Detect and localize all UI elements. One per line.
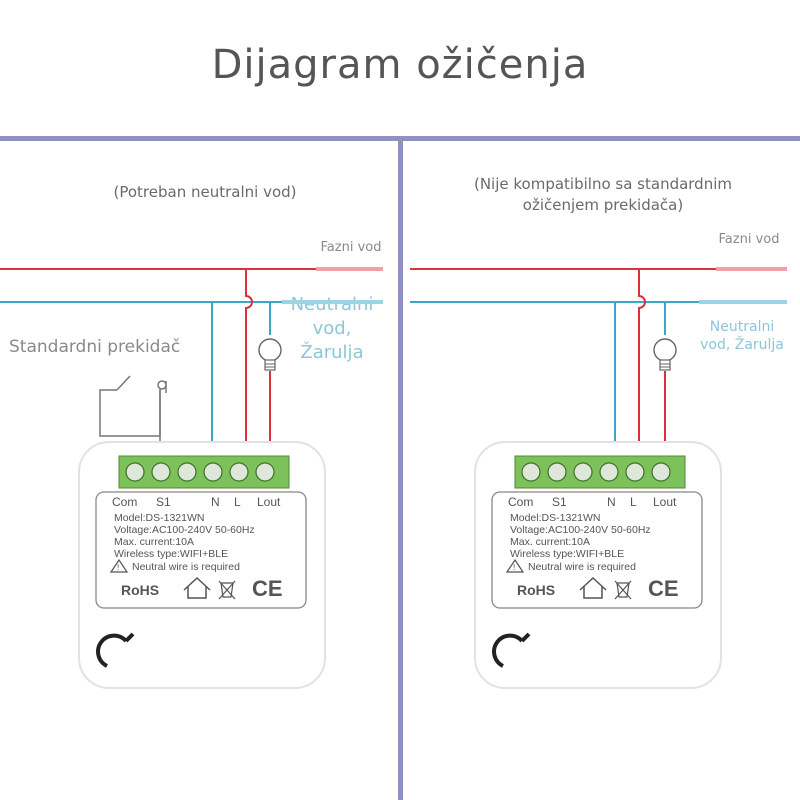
model-text: Model:DS-1321WN bbox=[510, 512, 600, 524]
wireless-text: Wireless type:WIFI+BLE bbox=[510, 548, 624, 560]
current-text: Max. current:10A bbox=[114, 536, 194, 548]
reset-hook bbox=[96, 633, 128, 668]
terminal-n: N bbox=[607, 495, 616, 509]
warning-text: Neutral wire is required bbox=[528, 561, 636, 573]
terminal-lout: Lout bbox=[653, 495, 677, 509]
switch-label: Standardni prekidač bbox=[9, 337, 181, 357]
phase-label: Fazni vod bbox=[320, 240, 382, 255]
center-divider bbox=[398, 138, 403, 800]
terminal-s1: S1 bbox=[156, 495, 171, 509]
warning-icon bbox=[109, 558, 129, 573]
terminal-lout: Lout bbox=[257, 495, 281, 509]
home-icon bbox=[579, 576, 607, 599]
warning-text: Neutral wire is required bbox=[132, 561, 240, 573]
terminal-com: Com bbox=[112, 495, 137, 509]
neutral-label: Neutralni vod, Žarulja bbox=[290, 294, 374, 363]
bulb-icon bbox=[653, 338, 677, 371]
wireless-text: Wireless type:WIFI+BLE bbox=[114, 548, 228, 560]
weee-bin-icon bbox=[614, 580, 632, 600]
panel-with-neutral: (Potreban neutralni vod) Fazni vod Neutr… bbox=[0, 141, 398, 800]
terminal-com: Com bbox=[508, 495, 533, 509]
bulb-icon bbox=[258, 338, 282, 371]
voltage-text: Voltage:AC100-240V 50-60Hz bbox=[510, 524, 651, 536]
terminal-s1: S1 bbox=[552, 495, 567, 509]
ce-mark-icon: CE bbox=[252, 576, 283, 601]
terminal-n: N bbox=[211, 495, 220, 509]
terminal-l: L bbox=[234, 495, 241, 509]
panel-note: (Potreban neutralni vod) bbox=[113, 183, 297, 201]
wiring-diagram-right: Com S1 N L Lout Model:DS-1321WN Voltage:… bbox=[410, 267, 787, 689]
page-title: Dijagram ožičenja bbox=[211, 42, 589, 88]
terminal-screws bbox=[125, 462, 275, 482]
panel-without-neutral: (Nije kompatibilno sa standardnim ožičen… bbox=[403, 141, 800, 800]
home-icon bbox=[183, 576, 211, 599]
wiring-diagram-left: Com S1 N L Lout Model:DS-1321WN Voltage:… bbox=[0, 267, 383, 689]
terminal-screws bbox=[521, 462, 671, 482]
switch-icon bbox=[99, 375, 167, 437]
wire-l bbox=[245, 269, 253, 463]
terminal-l: L bbox=[630, 495, 637, 509]
reset-hook bbox=[492, 633, 524, 668]
panel-note: (Nije kompatibilno sa standardnim ožičen… bbox=[473, 175, 732, 214]
voltage-text: Voltage:AC100-240V 50-60Hz bbox=[114, 524, 255, 536]
rohs-mark: RoHS bbox=[121, 582, 159, 598]
svg-text:!: ! bbox=[513, 563, 515, 572]
model-text: Model:DS-1321WN bbox=[114, 512, 204, 524]
weee-bin-icon bbox=[218, 580, 236, 600]
wire-l bbox=[638, 269, 646, 463]
svg-text:!: ! bbox=[117, 563, 119, 572]
rohs-mark: RoHS bbox=[517, 582, 555, 598]
ce-mark-icon: CE bbox=[648, 576, 679, 601]
smart-switch-module: Com S1 N L Lout Model:DS-1321WN Voltage:… bbox=[474, 441, 722, 689]
neutral-label: Neutralni vod, Žarulja bbox=[700, 319, 784, 353]
current-text: Max. current:10A bbox=[510, 536, 590, 548]
warning-icon bbox=[505, 558, 525, 573]
smart-switch-module: Com S1 N L Lout Model:DS-1321WN Voltage:… bbox=[78, 441, 326, 689]
phase-label: Fazni vod bbox=[718, 232, 780, 247]
